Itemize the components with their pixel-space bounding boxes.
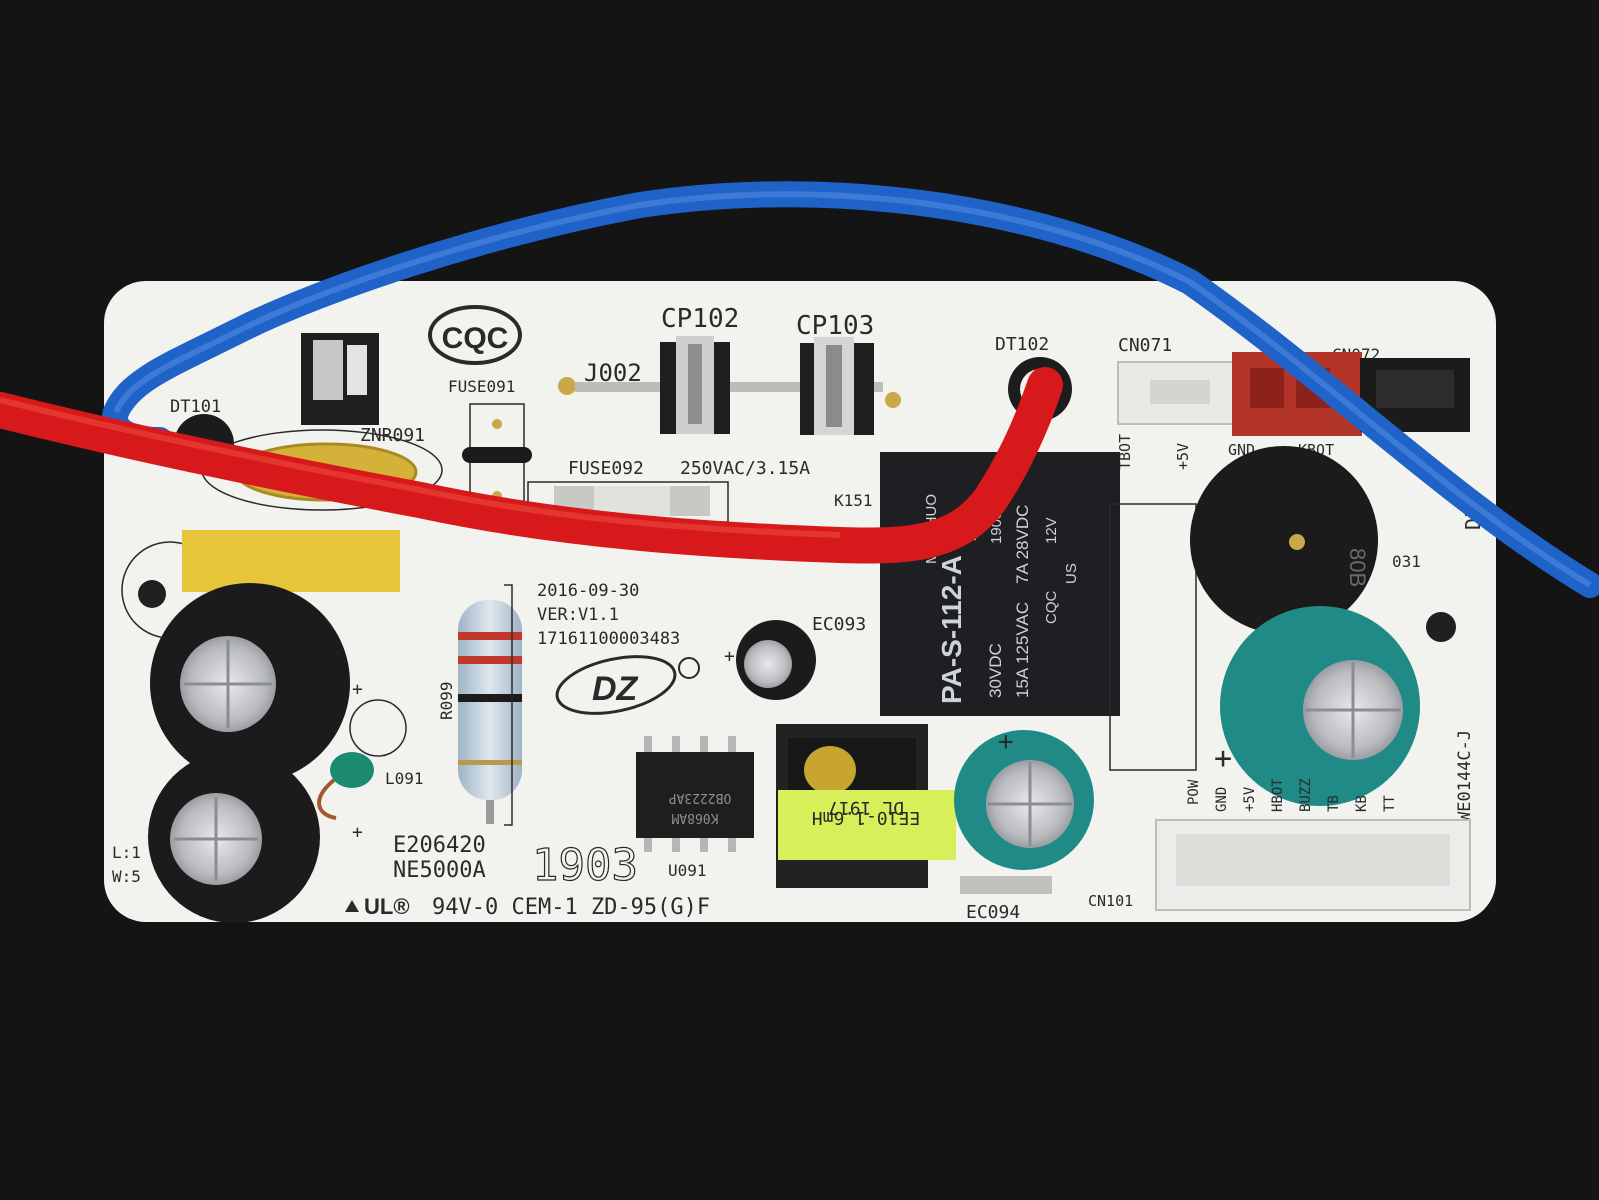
connector-cn071: [1117, 361, 1237, 425]
label-serial: 17161100003483: [537, 629, 680, 649]
triangle-mark-icon: [345, 900, 359, 912]
mounting-hole-left: [138, 580, 166, 608]
pin-kbot: KB: [1354, 795, 1370, 812]
resistor-r099: [458, 600, 522, 824]
cqc-logo: CQC: [428, 305, 522, 365]
electrolytic-cap-ec094: [954, 730, 1094, 870]
inductor-l091: [317, 752, 374, 820]
relay-k151: PA-S-112-A 30VDC 15A 125VAC 7A 28VDC MEI…: [880, 452, 1120, 716]
dz-logo-icon: DZ: [555, 655, 700, 715]
transformer-line2: DL 1917: [828, 797, 904, 818]
svg-text:DZ: DZ: [592, 670, 639, 708]
label-fuse092: FUSE092: [568, 458, 644, 479]
relay-outline: [1109, 503, 1197, 771]
pin-5v: +5V: [1242, 786, 1258, 812]
pin-tbot: TB: [1326, 795, 1342, 812]
label-fuse091: FUSE091: [448, 377, 515, 396]
transformer-ee10: EE10-1.6mH DL 1917: [776, 724, 956, 888]
terminal-cp103: [800, 337, 874, 435]
label-ec094: EC094: [966, 902, 1020, 923]
chip-u091: OB2223AP K068AM: [636, 736, 754, 852]
ec094-hatch: [960, 876, 1052, 894]
label-k151: K151: [834, 491, 873, 510]
label-plus5v: +5V: [1174, 443, 1192, 470]
label-tbot: TBOT: [1116, 434, 1134, 470]
label-031: 031: [1392, 552, 1421, 571]
label-znr091: ZNR091: [360, 425, 425, 446]
plus-l091: +: [352, 679, 363, 700]
plus-right-cap: +: [1214, 741, 1232, 776]
blue-wire-highlight: [113, 191, 1592, 588]
pin-hbot: HBOT: [1270, 778, 1286, 812]
electrolytic-cap-lower-left: [148, 751, 320, 923]
label-ne-number: NE5000A: [393, 858, 486, 883]
label-cp102: CP102: [661, 304, 739, 334]
electrolytic-cap-right: [1220, 606, 1420, 806]
pin-pow: POW: [1186, 779, 1202, 805]
label-cn071: CN071: [1118, 335, 1172, 356]
fuse091-slot: [462, 447, 532, 463]
label-u091: U091: [668, 861, 707, 880]
label-ec093: EC093: [812, 614, 866, 635]
relay-coil-text: 12V: [1043, 517, 1060, 544]
fuse091-pad-top: [492, 419, 502, 429]
label-fuse-rating: 250VAC/3.15A: [680, 458, 810, 479]
label-w-mark: W:5: [112, 867, 141, 886]
label-cp103: CP103: [796, 311, 874, 341]
pin-gnd: GND: [1214, 787, 1230, 812]
label-l091: L091: [385, 769, 424, 788]
label-rating-line: 94V-0 CEM-1 ZD-95(G)F: [432, 895, 710, 920]
label-cn101: CN101: [1088, 892, 1133, 910]
label-dt102: DT102: [995, 334, 1049, 355]
chip-lot-text: K068AM: [671, 810, 718, 825]
red-wire-highlight: [0, 397, 841, 538]
buzzer-mark: 80B: [1345, 548, 1370, 587]
transformer-line1: EE10-1.6mH: [812, 807, 920, 828]
electrolytic-cap-ec093: [736, 620, 816, 700]
relay-model-text: PA-S-112-A: [936, 555, 967, 704]
cqc-logo-text: CQC: [442, 322, 509, 355]
plus-lower: +: [352, 822, 363, 843]
red-wire: [0, 367, 1063, 564]
connector-cn101: [1155, 819, 1471, 911]
relay-cqc-text: CQC: [1043, 591, 1060, 625]
plus-ec093: +: [724, 646, 735, 667]
relay-spec1-text: 30VDC: [986, 643, 1005, 698]
chip-part-text: OB2223AP: [669, 790, 732, 805]
pad-j002: [558, 377, 576, 395]
buzzer: 80B: [1190, 446, 1378, 634]
pin-ttc: TT: [1382, 795, 1398, 812]
relay-us-text: US: [1063, 563, 1080, 584]
pcb-board: [104, 281, 1496, 922]
mounting-hole-right: [1426, 612, 1456, 642]
pad-cp103: [885, 392, 901, 408]
label-l-mark: L:1: [112, 843, 141, 862]
label-e-number: E206420: [393, 833, 486, 858]
l091-outline: [349, 699, 407, 757]
r099-outline: [504, 584, 513, 826]
label-date: 2016-09-30: [537, 581, 639, 601]
label-date-code: 1903: [532, 840, 638, 891]
relay-spec3-text: 7A 28VDC: [1013, 505, 1032, 584]
pin-labels-cn101: POW GND +5V HBOT BUZZ TB KB TT: [1186, 778, 1398, 812]
label-ver: VER:V1.1: [537, 605, 619, 625]
electrolytic-cap-upper-left: [150, 583, 350, 783]
label-r099: R099: [437, 681, 456, 720]
x-capacitor-yellow: [182, 530, 400, 592]
pin-buzz: BUZZ: [1298, 778, 1314, 812]
plus-ec094: +: [998, 727, 1014, 757]
relay-spec2-text: 15A 125VAC: [1013, 602, 1032, 698]
terminal-cp102: [660, 336, 730, 434]
label-board-code: WE0144C-J: [1455, 730, 1475, 822]
ul-logo-icon: UL®: [364, 894, 410, 919]
label-dt101: DT101: [170, 397, 221, 417]
connector-top-left: [301, 333, 379, 425]
